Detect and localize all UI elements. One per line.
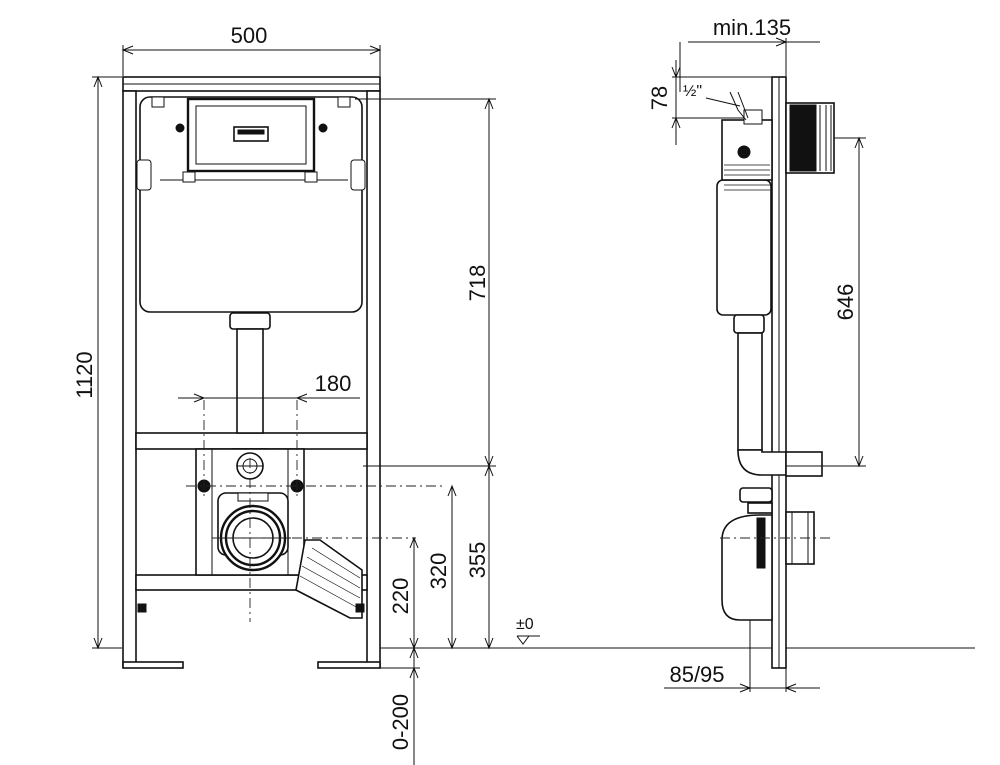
drain-elbow (295, 539, 363, 619)
dim-78 (671, 60, 772, 145)
dim-500-label: 500 (231, 23, 268, 48)
dim-1120-label: 1120 (72, 351, 97, 398)
front-center-lines (186, 400, 446, 622)
side-drain (721, 487, 815, 621)
dim-78-label: 78 (647, 86, 672, 110)
dim-718-label: 718 (465, 265, 490, 302)
dim-500 (121, 45, 382, 76)
inlet-thread-label: ½" (683, 83, 702, 100)
dim-320-label: 320 (426, 553, 451, 590)
dim-646-label: 646 (833, 284, 858, 321)
dim-646 (834, 136, 866, 468)
dim-85-95 (664, 620, 820, 693)
level-marker (516, 635, 540, 645)
side-center-lines (720, 465, 866, 539)
frame-left-upright (122, 90, 137, 668)
dim-180-label: 180 (315, 371, 352, 396)
dim-0-200-label: 0-200 (388, 694, 413, 750)
frame-right-upright (366, 90, 381, 668)
dim-85-95-label: 85/95 (669, 662, 724, 687)
front-view: 500 1120 718 180 (72, 23, 975, 765)
flush-opening (186, 97, 316, 173)
actuator-housing (785, 102, 835, 174)
dim-355-label: 355 (465, 542, 490, 579)
dim-0-200 (380, 646, 420, 765)
side-frame-upright (771, 76, 787, 669)
inlet-valve (729, 91, 749, 121)
frame-right-foot (317, 661, 381, 669)
frame-left-foot (122, 661, 184, 669)
leg-bolts (137, 603, 365, 613)
side-cistern (716, 109, 773, 316)
side-flush-pipe (733, 314, 823, 477)
frame-top-crossbar (122, 76, 381, 92)
inlet-thread-leader (705, 97, 741, 107)
dim-min-135-label: min.135 (713, 15, 791, 40)
dim-1120 (92, 75, 122, 650)
level-label: ±0 (516, 616, 534, 633)
dim-180 (178, 393, 360, 403)
side-view: min.135 78 ½" 646 85/95 (647, 15, 866, 693)
frame-middle-crossbar (135, 432, 368, 450)
dim-220-label: 220 (388, 578, 413, 615)
